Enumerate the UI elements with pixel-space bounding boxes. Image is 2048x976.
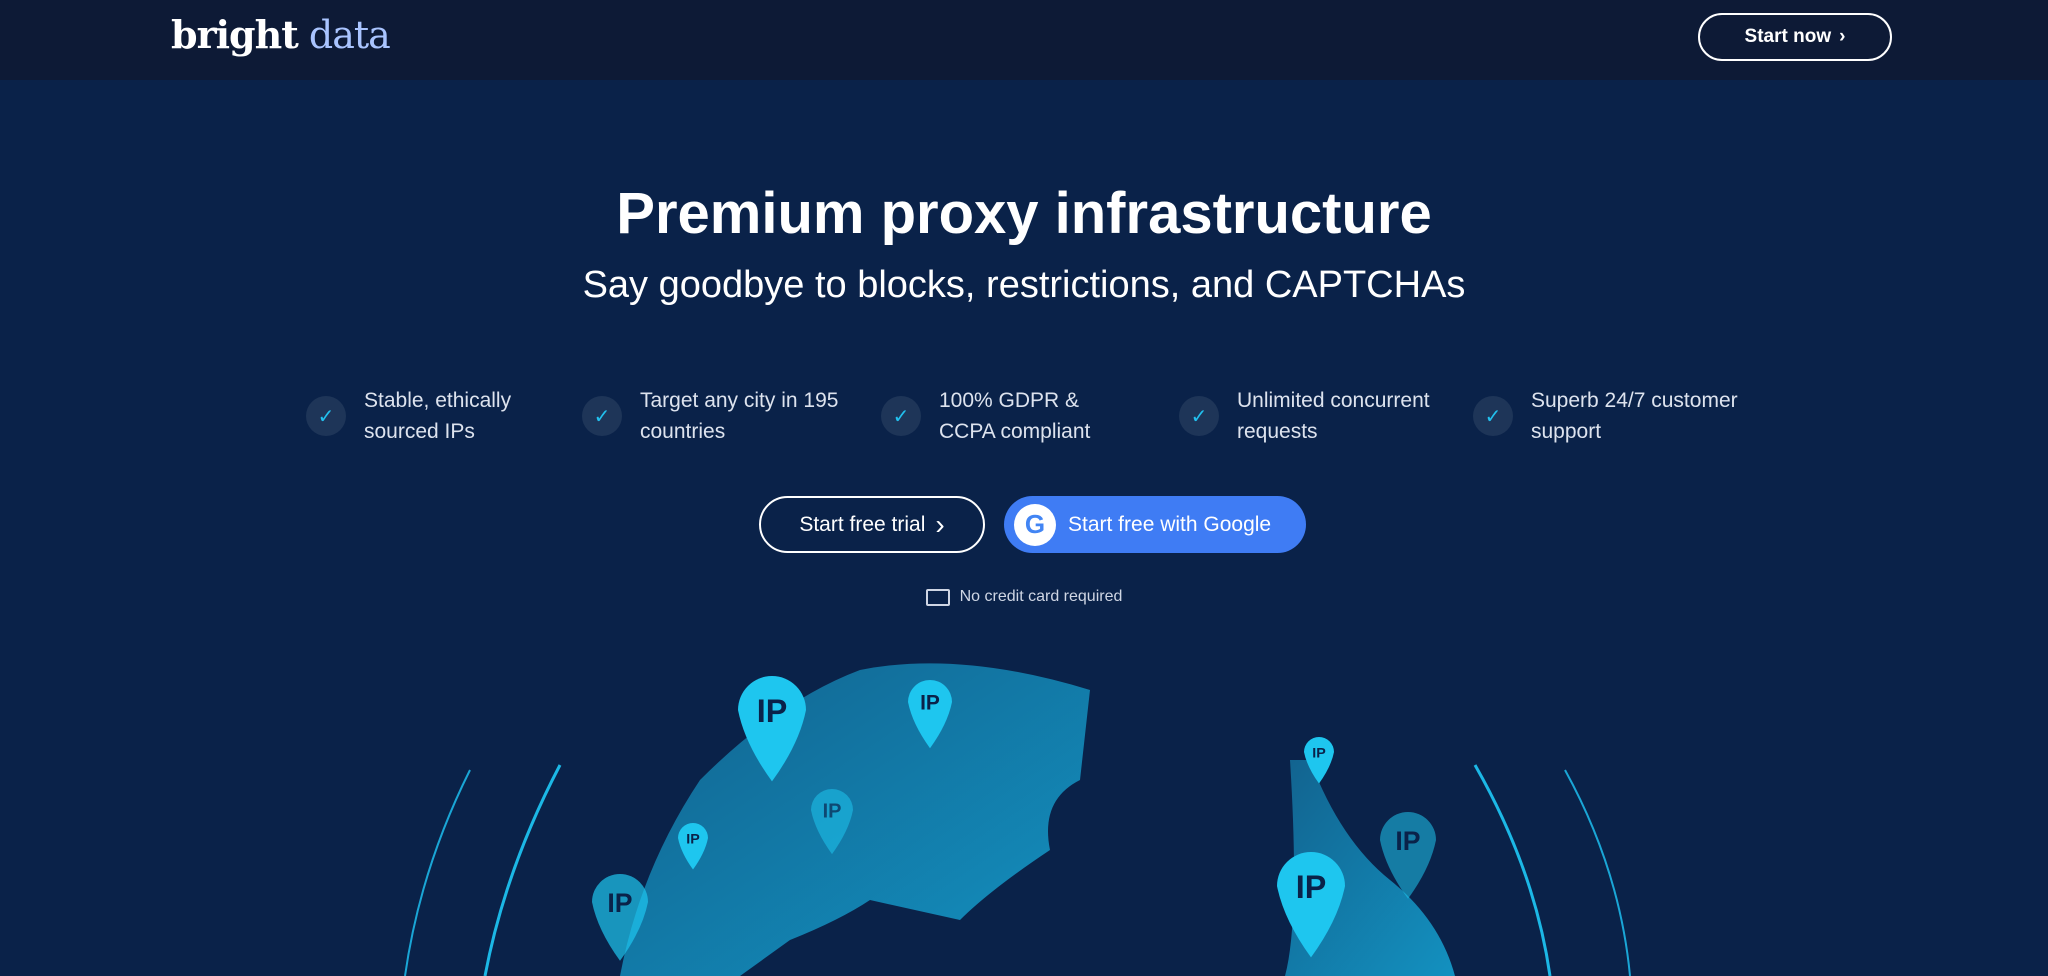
start-free-trial-button[interactable]: Start free trial› (759, 496, 985, 553)
ip-pin-label: IP (823, 800, 842, 822)
ip-pin-label: IP (1395, 826, 1420, 856)
feature-item: ✓Unlimited concurrent requests (1179, 385, 1437, 447)
feature-item: ✓100% GDPR & CCPA compliant (881, 385, 1139, 447)
ip-pin-label: IP (607, 888, 632, 918)
north-america-landmass (620, 663, 1090, 976)
ip-pin-icon: IP (678, 823, 708, 870)
globe-arc-right-outer (1564, 769, 1631, 976)
feature-item: ✓Target any city in 195 countries (582, 385, 840, 447)
google-icon: G (1014, 503, 1056, 546)
ip-pin-label: IP (1312, 745, 1326, 761)
ip-pin-icon: IP (1277, 852, 1345, 958)
chevron-right-icon: › (1839, 26, 1846, 47)
hero-title: Premium proxy infrastructure (616, 181, 1432, 246)
check-icon: ✓ (306, 396, 346, 436)
globe-arc-left-inner (483, 764, 562, 976)
start-now-button[interactable]: Start now› (1698, 13, 1892, 61)
ip-pin-label: IP (920, 692, 940, 715)
ip-pin-icon: IP (811, 789, 853, 855)
globe-map: IP IP IP IP IP IP IP IP (404, 663, 1631, 976)
globe-arc-left-outer (404, 769, 471, 976)
globe-arc-right-inner (1473, 764, 1552, 976)
bright-data-logo[interactable]: bright data (171, 12, 391, 57)
check-icon: ✓ (881, 396, 921, 436)
ip-pin-label: IP (757, 693, 788, 729)
ip-pin-icon: IP (592, 874, 648, 961)
check-icon: ✓ (582, 396, 622, 436)
ip-pin-label: IP (686, 831, 700, 847)
ip-pin-icon: IP (738, 676, 806, 782)
ip-pin-icon: IP (1304, 737, 1334, 784)
feature-item: ✓Stable, ethically sourced IPs (306, 385, 564, 447)
no-credit-card-note: No credit card required (0, 588, 2048, 606)
credit-card-icon (925, 588, 950, 606)
ip-pin-icon: IP (1380, 812, 1436, 899)
chevron-right-icon: › (935, 508, 945, 540)
check-icon: ✓ (1179, 396, 1219, 436)
hero-subtitle: Say goodbye to blocks, restrictions, and… (582, 264, 1466, 306)
ip-pin-icon: IP (908, 680, 952, 749)
top-nav: bright data Start now› (0, 0, 2048, 80)
ip-pin-label: IP (1296, 869, 1327, 905)
feature-item: ✓Superb 24/7 customer support (1473, 385, 1761, 447)
check-icon: ✓ (1473, 396, 1513, 436)
